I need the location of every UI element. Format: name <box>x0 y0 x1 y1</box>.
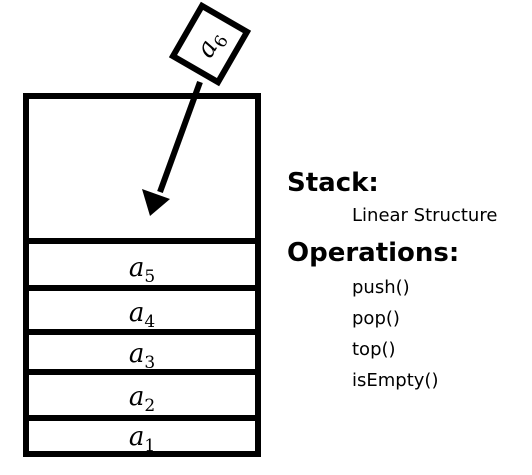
stack-description: Linear Structure <box>352 205 498 226</box>
element-label-a4: a4 <box>129 298 155 332</box>
element-label-a1: a1 <box>129 422 155 456</box>
operation-isempty: isEmpty() <box>352 370 439 391</box>
operations-heading: Operations: <box>287 238 460 268</box>
element-label-a5: a5 <box>129 253 155 287</box>
operation-pop: pop() <box>352 308 400 329</box>
push-arrow <box>157 80 203 194</box>
arrow-head <box>142 189 170 216</box>
incoming-element-box <box>168 1 252 87</box>
operation-push: push() <box>352 277 410 298</box>
element-label-a3: a3 <box>129 339 155 373</box>
element-label-a2: a2 <box>129 382 155 416</box>
stack-container <box>23 93 261 457</box>
stack-heading: Stack: <box>287 168 379 198</box>
operation-top: top() <box>352 339 396 360</box>
incoming-element: a6 <box>168 1 252 87</box>
